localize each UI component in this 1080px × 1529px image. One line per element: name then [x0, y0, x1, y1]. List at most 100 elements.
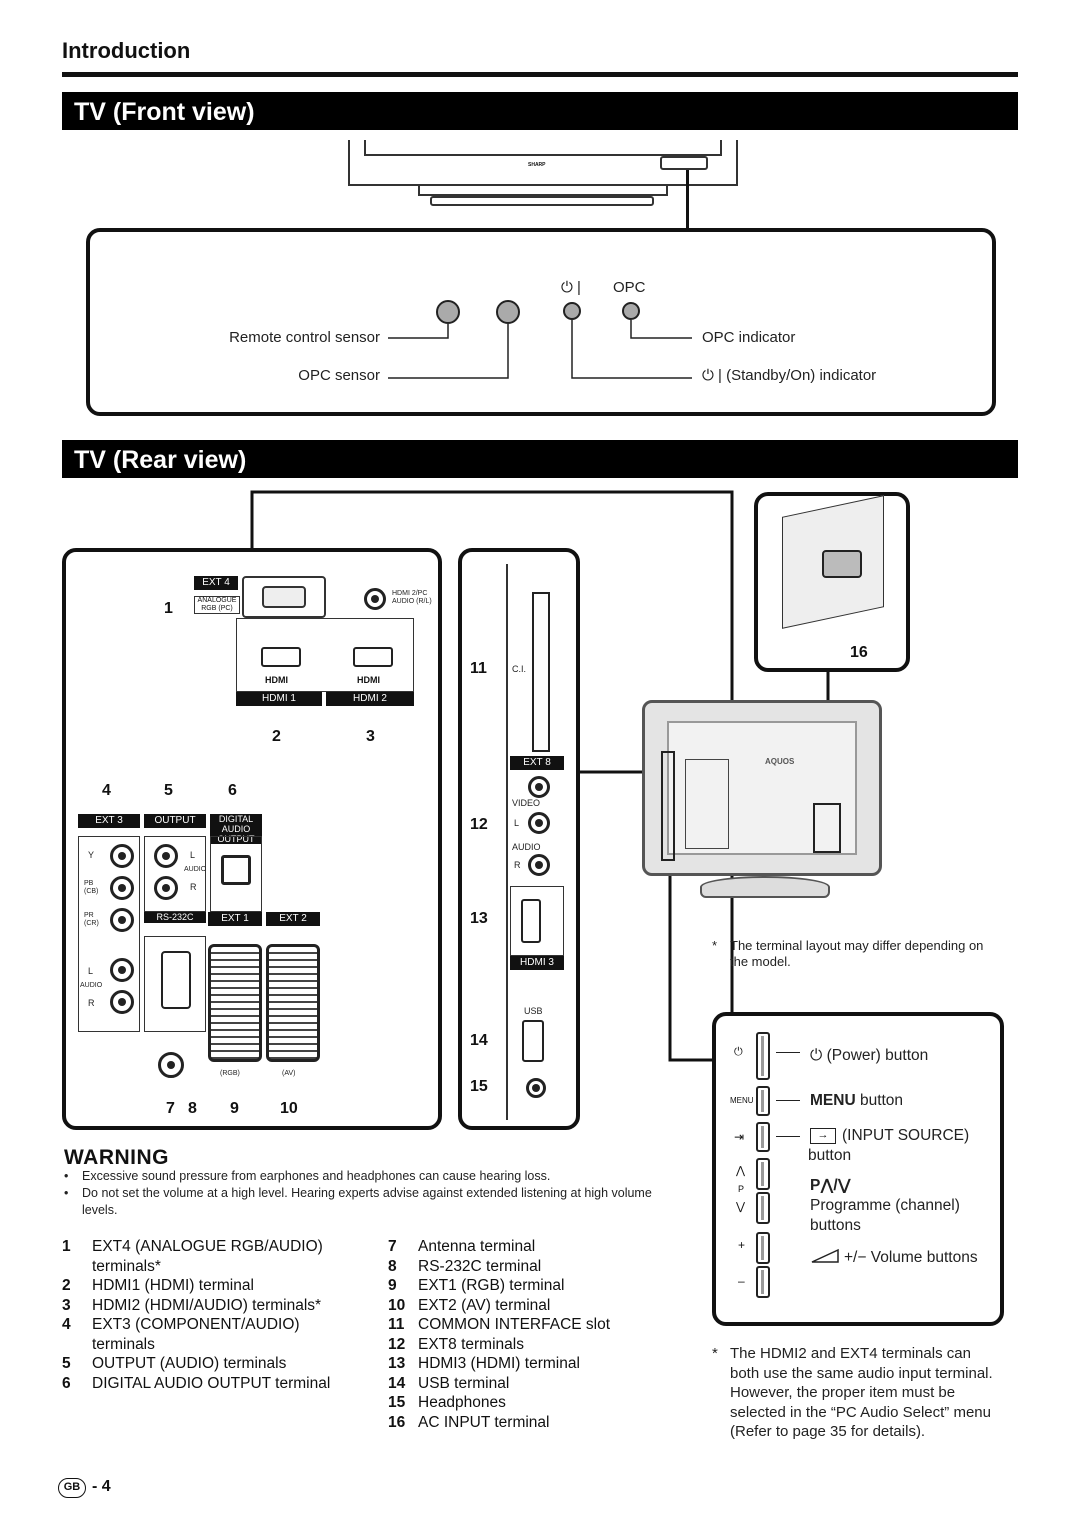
callout-6: 6 — [228, 782, 237, 799]
remote-sensor-label: Remote control sensor — [229, 329, 380, 346]
menu-button-bold: MENU — [810, 1092, 856, 1109]
ext4-tag: EXT 4 — [194, 576, 238, 590]
warning-item-text: Excessive sound pressure from earphones … — [82, 1169, 551, 1183]
side-buttons-panel: ⏻ ⏻ (Power) button MENU MENU button ⇥ → … — [712, 1012, 1004, 1326]
p-side-label: P — [738, 1184, 745, 1194]
tv-rear-body: AQUOS — [642, 700, 882, 876]
pb-label: PB (CB) — [84, 880, 99, 895]
tv-bezel: SHARP — [348, 140, 738, 186]
layout-note-text: The terminal layout may differ depending… — [730, 938, 984, 969]
page-number: - 4 — [92, 1478, 111, 1495]
ext8-l-jack — [528, 812, 550, 834]
footnote-text: The HDMI2 and EXT4 terminals can both us… — [730, 1345, 993, 1440]
p-label: P⋀/⋁ — [810, 1177, 851, 1194]
list-item-cont: terminals* — [92, 1257, 161, 1275]
volume-label: +/− Volume buttons — [844, 1249, 978, 1266]
rear-view-title: TV (Rear view) — [62, 440, 1018, 478]
ext8-r-jack — [528, 854, 550, 876]
hdmi2-pc-audio-label: HDMI 2/PC AUDIO (R/L) — [392, 590, 432, 605]
menu-button[interactable] — [756, 1086, 770, 1116]
usb-label: USB — [524, 1006, 543, 1016]
hdmi3-tag: HDMI 3 — [510, 956, 564, 970]
ext2-tag: EXT 2 — [266, 912, 320, 926]
hdmi3-socket — [521, 899, 541, 943]
section-title: Introduction — [62, 38, 191, 63]
warning-item-text: Do not set the volume at a high level. H… — [82, 1186, 652, 1217]
analogue-rgb-tag: ANALOGUE RGB (PC) — [194, 596, 240, 614]
input-source-icon: → — [810, 1128, 836, 1144]
output-audio-label: AUDIO — [184, 866, 207, 873]
warning-list: •Excessive sound pressure from earphones… — [64, 1168, 684, 1219]
video-label: VIDEO — [512, 798, 541, 808]
region-badge: GB — [58, 1478, 86, 1498]
callout-9: 9 — [230, 1100, 239, 1117]
pc-audio-jack — [364, 588, 386, 610]
opc-sensor-dot — [496, 300, 520, 324]
output-r-jack — [154, 876, 178, 900]
rs232c-tag: RS-232C — [144, 912, 206, 923]
hdmi-ext4-footnote: *The HDMI2 and EXT4 terminals can both u… — [712, 1344, 1002, 1442]
front-view-title: TV (Front view) — [62, 92, 1018, 130]
ext8-tag: EXT 8 — [510, 756, 564, 770]
volume-up-button[interactable] — [756, 1232, 770, 1264]
ext2-scart — [266, 944, 320, 1062]
optical-socket — [221, 855, 251, 885]
ext8-r-label: R — [514, 860, 521, 870]
layout-note: *The terminal layout may differ dependin… — [712, 938, 1002, 970]
callout-1: 1 — [164, 600, 173, 617]
header-rule — [62, 72, 1018, 77]
aquos-logo: AQUOS — [765, 757, 795, 766]
vol-minus-symbol: – — [738, 1274, 745, 1288]
callout-8: 8 — [188, 1100, 197, 1117]
hdmi1-socket — [261, 647, 301, 667]
y-jack — [110, 844, 134, 868]
side-terminals-outline — [661, 751, 675, 861]
menu-button-rest: button — [855, 1092, 904, 1109]
warning-item: •Do not set the volume at a high level. … — [64, 1185, 684, 1219]
opc-indicator-label: OPC indicator — [702, 329, 796, 346]
warning-title: WARNING — [64, 1146, 169, 1169]
callout-10: 10 — [280, 1100, 298, 1117]
vga-port — [242, 576, 326, 618]
channel-down-symbol: ⋁ — [736, 1201, 746, 1213]
indicator-strip — [660, 156, 708, 170]
volume-down-button[interactable] — [756, 1266, 770, 1298]
menu-side-label: MENU — [730, 1096, 754, 1105]
power-button[interactable] — [756, 1032, 770, 1080]
callout-line — [686, 170, 689, 230]
hdmi-block: HDMI HDMI — [236, 618, 414, 692]
ac-terminal-outline — [813, 803, 841, 853]
hdmi2-socket — [353, 647, 393, 667]
standby-indicator-label: ⏻ | (Standby/On) indicator — [702, 367, 877, 384]
callout-3: 3 — [366, 728, 375, 745]
opc-top-label: OPC — [613, 279, 646, 296]
pb-jack — [110, 876, 134, 900]
rear-terminals-outline — [685, 759, 729, 849]
hdmi-logo-2: HDMI — [357, 675, 380, 685]
channel-up-button[interactable] — [756, 1158, 770, 1190]
vga-socket — [262, 586, 306, 608]
input-source-button[interactable] — [756, 1122, 770, 1152]
brand-logo: SHARP — [528, 162, 546, 168]
ext3-r-label: R — [88, 998, 95, 1008]
menu-leader — [776, 1100, 800, 1101]
channel-down-button[interactable] — [756, 1192, 770, 1224]
rgb-label: (RGB) — [220, 1070, 240, 1077]
menu-button-label: MENU button — [810, 1091, 903, 1111]
pr-label: PR (CR) — [84, 912, 99, 927]
ext3-tag: EXT 3 — [78, 814, 140, 828]
front-detail-panel — [86, 228, 996, 416]
